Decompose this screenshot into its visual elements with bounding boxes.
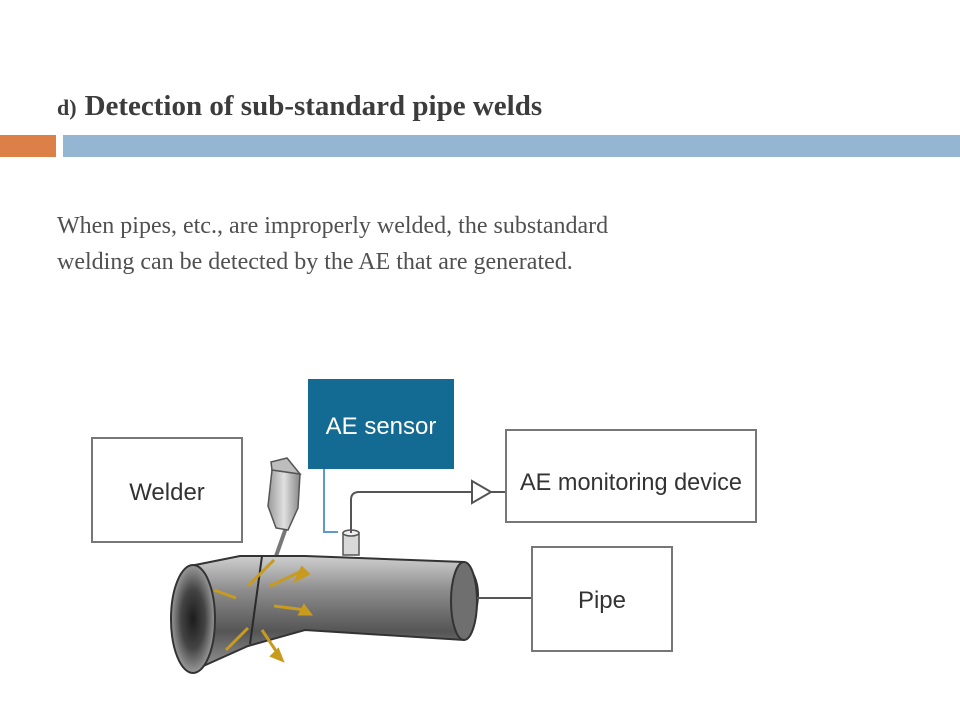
title-text: Detection of sub-standard pipe welds bbox=[84, 90, 543, 122]
body-paragraph: When pipes, etc., are improperly welded,… bbox=[57, 208, 857, 280]
pipe-label: Pipe bbox=[578, 587, 626, 614]
ae-monitoring-device-box: AE monitoring device bbox=[505, 429, 757, 523]
title-accent-bar-blue bbox=[63, 135, 960, 157]
ae-sensor-device-icon bbox=[342, 529, 360, 556]
slide-title: d) Detection of sub-standard pipe welds bbox=[57, 86, 542, 123]
title-prefix: d) bbox=[57, 95, 77, 120]
ae-sensor-label: AE sensor bbox=[326, 413, 437, 440]
welder-box: Welder bbox=[91, 437, 243, 543]
title-accent-bar-orange bbox=[0, 135, 56, 157]
ae-sensor-box: AE sensor bbox=[308, 379, 454, 469]
welder-label: Welder bbox=[129, 479, 205, 506]
ae-monitoring-device-label: AE monitoring device bbox=[520, 469, 742, 496]
pipe-icon bbox=[170, 555, 479, 674]
body-line-2: welding can be detected by the AE that a… bbox=[57, 249, 573, 275]
ae-weld-inspection-diagram: Welder AE sensor bbox=[91, 379, 757, 674]
body-line-1: When pipes, etc., are improperly welded,… bbox=[57, 213, 609, 239]
weld-spark-marks bbox=[213, 558, 313, 663]
signal-arrow-icon bbox=[471, 479, 493, 505]
pipe-label-box: Pipe bbox=[531, 546, 673, 652]
